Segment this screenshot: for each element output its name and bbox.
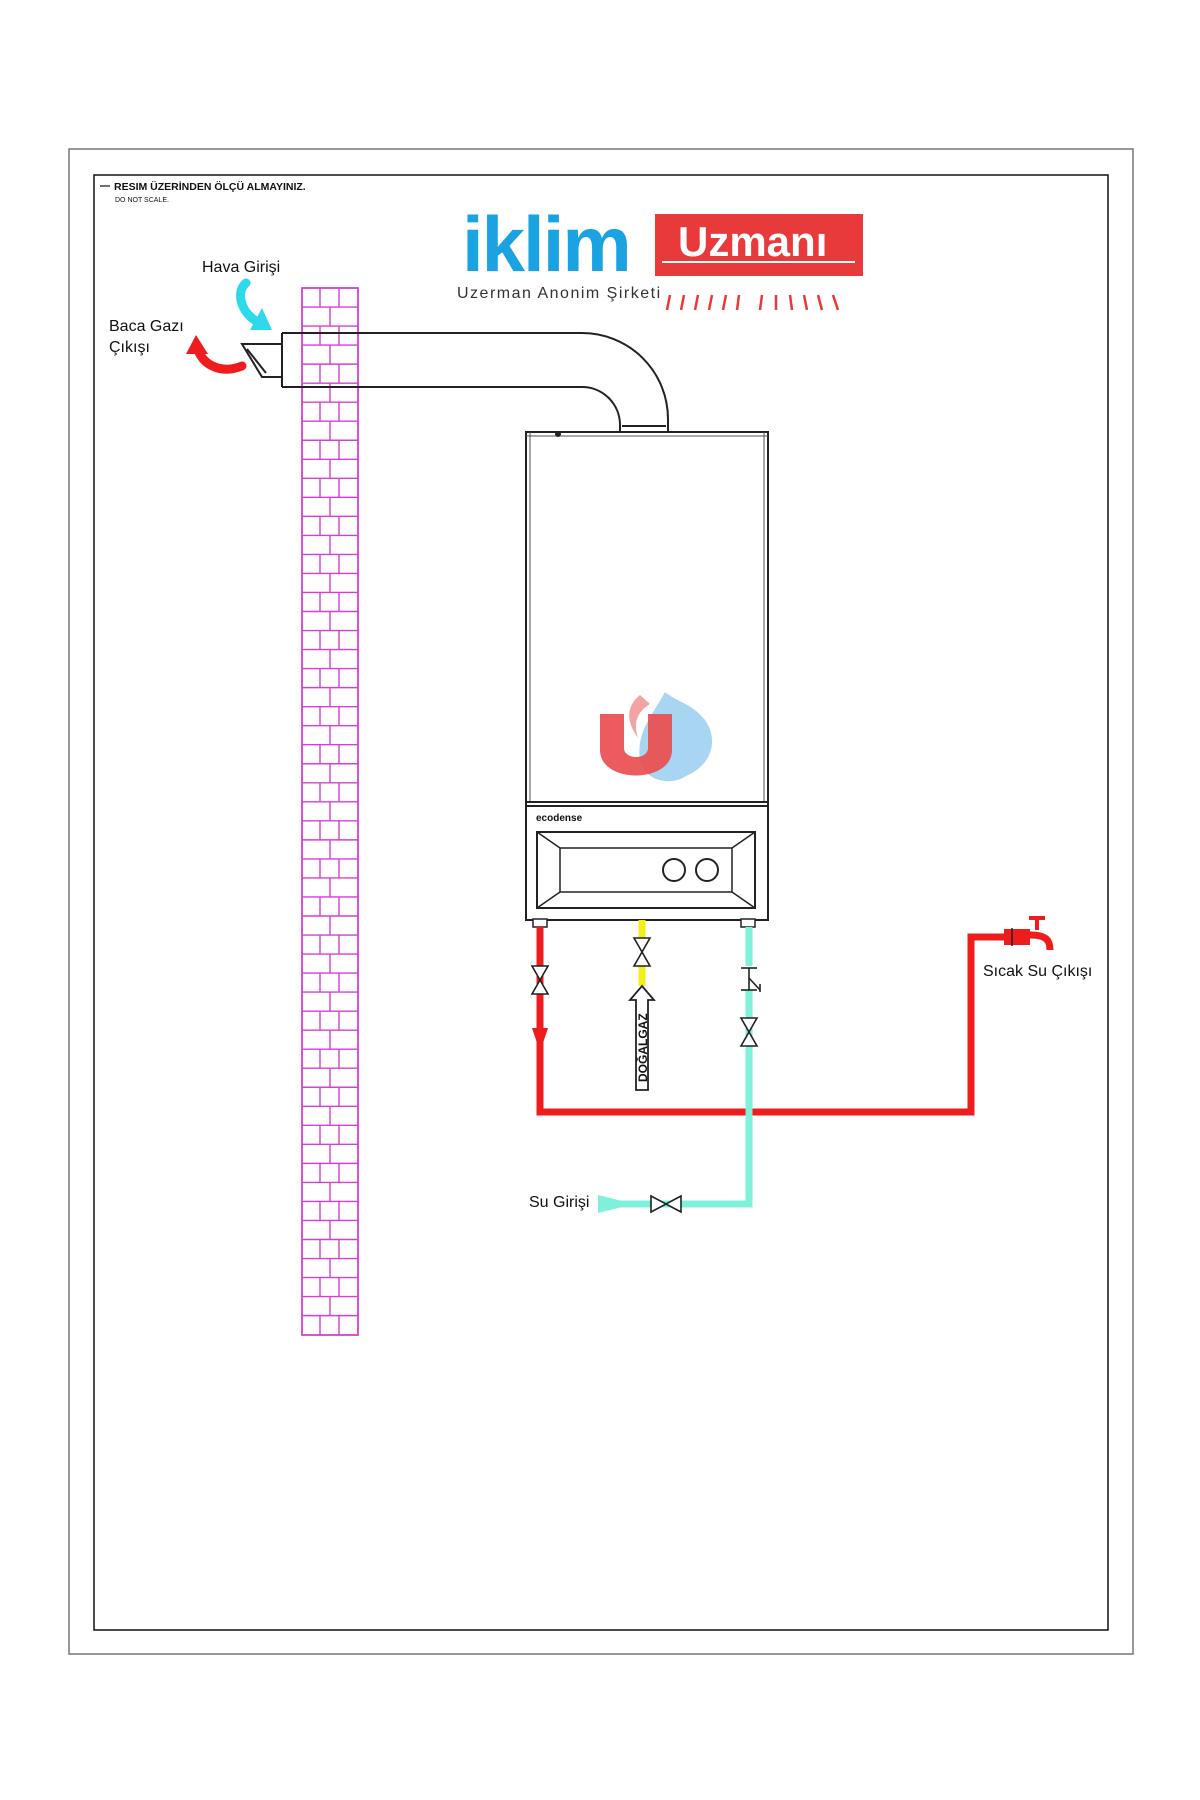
flow-arrow-icon <box>532 1028 548 1052</box>
do-not-scale-note: DO NOT SCALE. <box>115 197 169 204</box>
control-panel-outer <box>536 831 756 909</box>
control-panel-inner <box>559 847 733 893</box>
logo-word: iklim <box>462 200 630 288</box>
control-knob-right[interactable] <box>695 858 719 882</box>
brick-wall <box>301 287 359 1336</box>
check-valve-icon <box>741 966 761 992</box>
wall-outline <box>301 287 359 1336</box>
flue-outlet-label: Baca Gazı Çıkışı <box>109 318 188 356</box>
control-knob-left[interactable] <box>662 858 686 882</box>
water-inlet-label: Su Girişi <box>529 1194 589 1211</box>
flue-terminal <box>240 343 283 378</box>
logo-badge-text: Uzmanı <box>678 218 827 265</box>
gas-valve-icon <box>632 937 652 967</box>
heat-rays-icon <box>665 294 840 311</box>
outer-frame <box>68 148 1134 1655</box>
logo-badge-bg <box>655 214 863 276</box>
u-flame-drop-icon <box>600 692 713 782</box>
flue-outlet-arrow-icon <box>186 335 247 374</box>
hot-water-pipe <box>532 927 1008 1116</box>
faucet-icon <box>1004 916 1054 951</box>
hot-water-outlet-label: Sıcak Su Çıkışı <box>983 963 1092 980</box>
logo-tagline: Uzerman Anonim Şirketi <box>457 285 662 302</box>
inner-frame <box>93 174 1109 1631</box>
air-inlet-arrow-icon <box>236 278 272 330</box>
cold-water-valve-icon <box>739 1017 759 1047</box>
gas-inlet-arrow: DOĞALGAZ <box>628 984 656 1091</box>
water-inlet-valve-icon <box>650 1194 682 1214</box>
boiler-brand-label: ecodense <box>536 813 583 824</box>
natural-gas-label: DOĞALGAZ <box>635 1013 650 1082</box>
scale-warning-note: RESIM ÜZERİNDEN ÖLÇÜ ALMAYINIZ. <box>114 180 306 193</box>
air-inlet-label: Hava Girişi <box>202 259 280 276</box>
flue-outlet-label-line1: Baca Gazı <box>109 318 184 335</box>
boiler-control-section <box>525 801 769 921</box>
flue-outlet-label-line2: Çıkışı <box>109 339 150 356</box>
company-logo: iklim Uzmanı Uzerman Anonim Şirketi <box>457 200 863 311</box>
water-inlet-arrow-icon <box>598 1195 634 1213</box>
hot-water-valve-icon <box>530 965 550 995</box>
boiler-unit: ecodense <box>525 431 769 928</box>
